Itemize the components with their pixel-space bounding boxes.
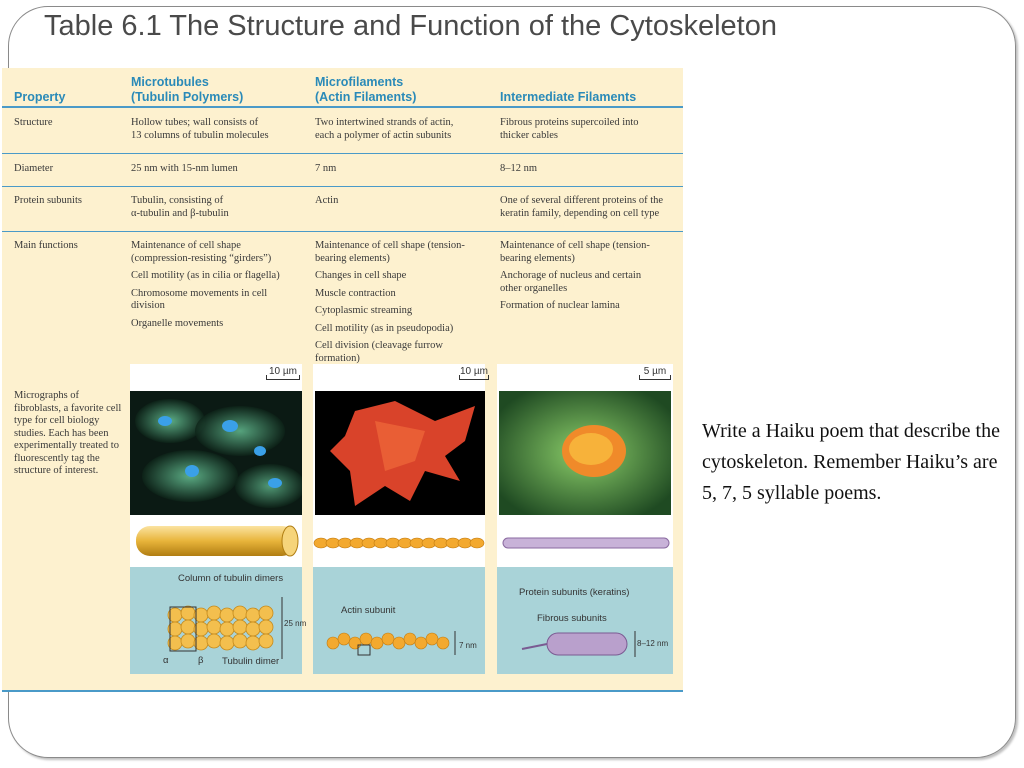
micrograph-caption: Micrographs of fibroblasts, a favorite c… <box>14 390 122 476</box>
table-row-protein-subunits: Protein subunits Tubulin, consisting of … <box>2 187 683 232</box>
label-25nm: 25 nm <box>284 619 307 628</box>
microtubule-diagram-image <box>167 597 283 659</box>
cell-line: Hollow tubes; wall consists of <box>131 117 259 128</box>
intermediate-filament <box>497 536 673 550</box>
micrograph-microtubules-image <box>130 391 302 515</box>
cell-line: One of several different proteins of the <box>500 195 664 206</box>
label-8-12nm: 8–12 nm <box>637 639 669 648</box>
scale-bar-intermediate: 5 µm <box>639 366 671 380</box>
cell-intermediate: Fibrous proteins supercoiled into thicke… <box>500 117 680 142</box>
cell-line: Tubulin, consisting of <box>131 195 224 206</box>
cell-property-main-functions: Main functions <box>14 240 78 251</box>
cell-microtubules: Hollow tubes; wall consists of 13 column… <box>131 117 309 142</box>
function-item: Changes in cell shape <box>315 270 407 281</box>
cell-property: Diameter <box>14 163 54 174</box>
cell-intermediate: 8–12 nm <box>500 163 538 174</box>
cell-line: Two intertwined strands of actin, <box>315 117 454 128</box>
label-column-tubulin-dimers: Column of tubulin dimers <box>178 573 284 584</box>
cell-line: Fibrous proteins supercoiled into <box>500 117 639 128</box>
cell-property: Protein subunits <box>14 195 82 206</box>
header-microtubules: Microtubules (Tubulin Polymers) <box>131 75 243 105</box>
function-item: Cell motility (as in pseudopodia) <box>315 322 454 334</box>
label-protein-subunits-keratins: Protein subunits (keratins) <box>519 587 630 598</box>
panel-intermediate: 5 µm Protein subunits ( <box>497 364 673 674</box>
function-item: Anchorage of nucleus and certain other o… <box>500 270 642 294</box>
cell-microtubules: 25 nm with 15-nm lumen <box>131 163 238 174</box>
header-intermediate: Intermediate Filaments <box>500 90 637 104</box>
header-property: Property <box>14 90 66 104</box>
cell-line: 13 columns of tubulin molecules <box>131 129 269 141</box>
header-microtubules-line2: (Tubulin Polymers) <box>131 90 244 104</box>
haiku-instruction: Write a Haiku poem that describe the cyt… <box>702 420 1000 504</box>
cell-microfilaments: Actin <box>315 195 339 206</box>
table-header: Property Microtubules (Tubulin Polymers)… <box>2 68 683 108</box>
header-microfilaments-line1: Microfilaments <box>315 75 404 89</box>
function-item: Cell division (cleavage furrow formation… <box>315 340 443 364</box>
cell-line: each a polymer of actin subunits <box>315 129 452 141</box>
actin-filament <box>313 536 485 550</box>
label-alpha: α <box>163 655 169 666</box>
header-microfilaments: Microfilaments (Actin Filaments) <box>315 75 416 105</box>
cell-functions-intermediate: Maintenance of cell shape (tension-beari… <box>500 240 665 318</box>
intermediate-diagram: Protein subunits (keratins) Fibrous subu… <box>497 567 673 674</box>
microtubule-tube <box>130 522 302 560</box>
cell-line: keratin family, depending on cell type <box>500 207 660 219</box>
intermediate-diagram-image <box>521 631 636 657</box>
cell-microtubules: Tubulin, consisting of α-tubulin and β-t… <box>131 195 309 220</box>
function-item: Formation of nuclear lamina <box>500 300 620 311</box>
cell-intermediate: One of several different proteins of the… <box>500 195 680 220</box>
microtubule-diagram: Column of tubulin dimers 25 nm α β Tubul… <box>130 567 306 674</box>
micrograph-intermediate-image <box>499 391 671 515</box>
cell-functions-microfilaments: Maintenance of cell shape (tension-beari… <box>315 240 475 370</box>
scale-bar-line <box>639 375 671 380</box>
cell-line: α-tubulin and β-tubulin <box>131 207 229 219</box>
cytoskeleton-table: Property Microtubules (Tubulin Polymers)… <box>2 68 683 692</box>
panel-microfilaments: 10 µm Actin <box>313 364 489 674</box>
scale-bar-microfilaments: 10 µm <box>459 366 489 380</box>
cell-microfilaments: Two intertwined strands of actin, each a… <box>315 117 495 142</box>
function-item: Maintenance of cell shape (compression-r… <box>131 240 272 264</box>
micrograph-microtubules <box>130 391 302 515</box>
label-tubulin-dimer: Tubulin dimer <box>222 656 280 667</box>
function-item: Maintenance of cell shape (tension-beari… <box>315 240 465 264</box>
cell-line: thicker cables <box>500 129 559 141</box>
table-row-diameter: Diameter 25 nm with 15-nm lumen 7 nm 8–1… <box>2 154 683 187</box>
header-microfilaments-line2: (Actin Filaments) <box>315 90 417 104</box>
function-item: Organelle movements <box>131 317 224 329</box>
actin-diagram-image <box>326 631 456 656</box>
label-7nm: 7 nm <box>459 641 477 650</box>
function-item: Muscle contraction <box>315 287 396 299</box>
function-item: Chromosome movements in cell division <box>131 287 268 312</box>
actin-diagram: Actin subunit 7 nm <box>313 567 485 674</box>
microtubule-tube-image <box>136 525 299 557</box>
scale-bar-line <box>266 375 300 380</box>
function-item: Cell motility (as in cilia or flagella) <box>131 270 280 281</box>
micrograph-microfilaments-image <box>315 391 485 515</box>
scale-bar-line <box>459 375 489 380</box>
intermediate-filament-image <box>502 537 670 549</box>
label-fibrous-subunits: Fibrous subunits <box>537 613 607 624</box>
scale-bar-label: 10 µm <box>460 366 488 377</box>
scale-bar-microtubules: 10 µm <box>266 366 300 380</box>
label-beta: β <box>198 655 204 666</box>
slide-title: Table 6.1 The Structure and Function of … <box>44 10 777 42</box>
panel-microtubules: 10 µm <box>130 364 306 674</box>
label-actin-subunit: Actin subunit <box>341 605 396 616</box>
header-microtubules-line1: Microtubules <box>131 75 209 89</box>
cell-property: Structure <box>14 117 53 128</box>
scale-bar-label: 10 µm <box>269 366 297 377</box>
function-item: Maintenance of cell shape (tension-beari… <box>500 240 650 264</box>
micrograph-intermediate <box>499 391 671 515</box>
micrograph-microfilaments <box>315 391 485 515</box>
cell-microfilaments: 7 nm <box>315 163 337 174</box>
cell-functions-microtubules: Maintenance of cell shape (compression-r… <box>131 240 303 335</box>
actin-filament-image <box>313 537 485 549</box>
table-row-structure: Structure Hollow tubes; wall consists of… <box>2 108 683 154</box>
scale-bar-label: 5 µm <box>643 366 667 377</box>
function-item: Cytoplasmic streaming <box>315 305 413 316</box>
